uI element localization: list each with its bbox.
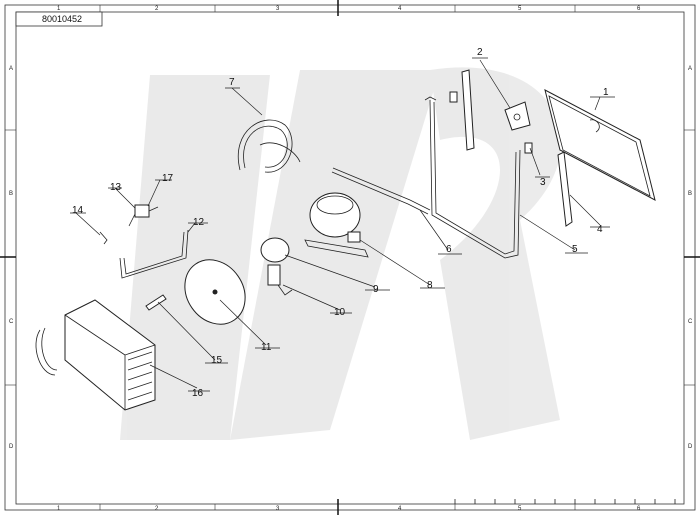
col-label: 2 <box>155 6 159 12</box>
col-label: 3 <box>276 506 280 512</box>
watermark-logo <box>120 67 562 440</box>
part-label-11: 11 <box>261 342 272 353</box>
col-label: 1 <box>57 6 61 12</box>
part-label-9: 9 <box>373 284 379 295</box>
row-label: C <box>9 319 14 325</box>
part-5-u-tube <box>424 96 521 259</box>
part-9-fan-motor <box>260 237 290 286</box>
part-14-fitting <box>99 231 108 245</box>
row-labels-right: A B C D <box>688 66 693 450</box>
part-label-10: 10 <box>334 307 346 318</box>
part-10-bracket <box>277 284 293 296</box>
col-label: 4 <box>398 506 402 512</box>
leader-lines <box>70 57 615 392</box>
part-label-17: 17 <box>162 173 174 184</box>
part-1-panel <box>544 89 656 201</box>
column-labels-top: 1 2 3 4 5 6 <box>57 6 641 12</box>
part-label-2: 2 <box>477 47 483 58</box>
part-label-13: 13 <box>110 182 122 193</box>
col-label: 3 <box>276 6 280 12</box>
part-6-pipe <box>331 167 431 215</box>
col-label: 5 <box>518 506 522 512</box>
part-number-labels: 1 2 3 4 5 6 7 8 9 10 11 12 13 14 15 16 1… <box>72 47 609 399</box>
part-label-14: 14 <box>72 205 84 216</box>
part-3-clip <box>524 142 533 154</box>
part-8-compressor <box>304 192 369 258</box>
col-label: 2 <box>155 506 159 512</box>
part-4-rail <box>557 151 573 227</box>
row-labels-left: A B C D <box>9 66 14 450</box>
part-label-1: 1 <box>603 87 609 98</box>
col-label: 6 <box>637 6 641 12</box>
col-label: 6 <box>637 506 641 512</box>
part-label-8: 8 <box>427 280 433 291</box>
part-label-7: 7 <box>229 77 235 88</box>
part-16-condenser <box>35 299 156 411</box>
part-label-3: 3 <box>540 177 546 188</box>
part-7-coil <box>237 119 301 173</box>
col-label: 1 <box>57 506 61 512</box>
part-2-bracket <box>504 101 531 131</box>
part-label-6: 6 <box>446 244 452 255</box>
part-label-4: 4 <box>597 224 603 235</box>
col-label: 5 <box>518 6 522 12</box>
part-label-5: 5 <box>572 244 578 255</box>
drawing-number: 80010452 <box>42 14 82 24</box>
part-15-filter-dryer <box>145 294 167 311</box>
drawing-number-box: 80010452 <box>15 11 103 27</box>
part-rail-top <box>449 69 475 151</box>
part-12-tube <box>119 229 189 279</box>
row-label: B <box>9 191 13 197</box>
part-label-16: 16 <box>192 388 204 399</box>
column-labels-bottom: 1 2 3 4 5 6 <box>57 506 641 512</box>
col-label: 4 <box>398 6 402 12</box>
part-label-15: 15 <box>211 355 223 366</box>
row-label: D <box>688 444 693 450</box>
row-label: C <box>688 319 693 325</box>
row-label: B <box>688 191 692 197</box>
part-11-fan-blade <box>184 259 246 325</box>
row-label: D <box>9 444 14 450</box>
part-13-valve <box>128 204 159 227</box>
row-label: A <box>9 66 13 72</box>
scale-ticks <box>454 499 676 504</box>
row-label: A <box>688 66 692 72</box>
part-label-12: 12 <box>193 217 205 228</box>
